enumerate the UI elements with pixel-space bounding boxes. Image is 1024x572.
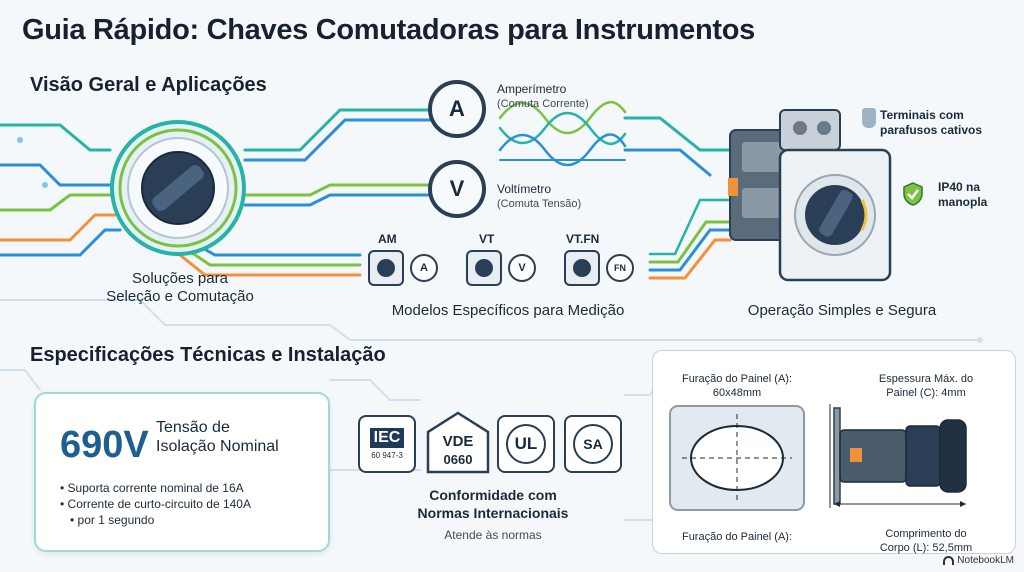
models-row: A V FN [360, 248, 650, 288]
switch-side-view-diagram-icon [829, 404, 967, 508]
brand-logo-icon [943, 556, 955, 565]
model-meter-vt-icon: V [508, 254, 536, 282]
model-switch-vt-icon [466, 250, 502, 286]
vde-badge-icon: VDE 0660 [426, 411, 490, 474]
bullet-current: Suporta corrente nominal de 16A [60, 480, 251, 496]
main-switch-caption: Soluções para Seleção e Comutação [106, 270, 254, 305]
bullet-short-circuit-cont: por 1 segundo [60, 512, 251, 528]
voltage-label: Tensão de Isolação Nominal [156, 419, 279, 455]
conformity-sub: Atende às normas [444, 528, 542, 542]
voltage-value: 690V [60, 424, 149, 466]
ammeter-icon: A [428, 80, 486, 138]
terminals-callout: Terminais com parafusos cativos [880, 108, 983, 137]
svg-text:0660: 0660 [444, 452, 473, 467]
bullet-short-circuit: Corrente de curto-circuito de 140A [60, 496, 251, 512]
length-label: Comprimento do Corpo (L): 52,5mm [879, 528, 973, 554]
screw-icon [862, 108, 876, 128]
operation-caption: Operação Simples e Segura [747, 302, 937, 319]
csa-badge-icon: SA [564, 415, 622, 473]
voltmeter-label: Voltímetro (Comuta Tensão) [497, 182, 582, 210]
model-tag-vt: VT [479, 232, 495, 246]
model-tag-am: AM [378, 232, 397, 246]
specs-heading: Especificações Técnicas e Instalação [30, 344, 386, 366]
overview-heading: Visão Geral e Aplicações [30, 74, 267, 96]
ip40-callout: IP40 na manopla [938, 180, 988, 209]
brand-footer: NotebookLM [943, 555, 1014, 566]
model-switch-vtfn-icon [564, 250, 600, 286]
voltage-bullets: Suporta corrente nominal de 16A Corrente… [60, 480, 251, 528]
page-title: Guia Rápido: Chaves Comutadoras para Ins… [22, 14, 755, 46]
panel-cutout-diagram-icon [669, 405, 805, 511]
thickness-label: Espessura Máx. do Painel (C): 4mm [878, 373, 974, 399]
main-rotary-switch-icon [110, 120, 246, 256]
models-caption: Modelos Específicos para Medição [391, 302, 625, 319]
drill-bottom-label: Furação do Painel (A): [681, 531, 793, 543]
model-meter-am-icon: A [410, 254, 438, 282]
switch-3d-illustration-icon [728, 109, 892, 282]
drill-label: Furação do Painel (A): 60x48mm [681, 373, 793, 399]
model-meter-vtfn-icon: FN [606, 254, 634, 282]
ammeter-label: Amperímetro (Comuta Corrente) [497, 82, 589, 110]
conformity-caption: Conformidade com Normas Internacionais [417, 487, 569, 521]
shield-check-icon [903, 182, 923, 206]
svg-text:VDE: VDE [443, 433, 474, 450]
model-tag-vtfn: VT.FN [566, 232, 600, 246]
voltmeter-icon: V [428, 160, 486, 218]
voltage-card: 690V Tensão de Isolação Nominal Suporta … [34, 392, 330, 552]
model-switch-am-icon [368, 250, 404, 286]
ul-badge-icon: UL [497, 415, 555, 473]
iec-badge-icon: IEC 60 947-3 [358, 415, 416, 473]
